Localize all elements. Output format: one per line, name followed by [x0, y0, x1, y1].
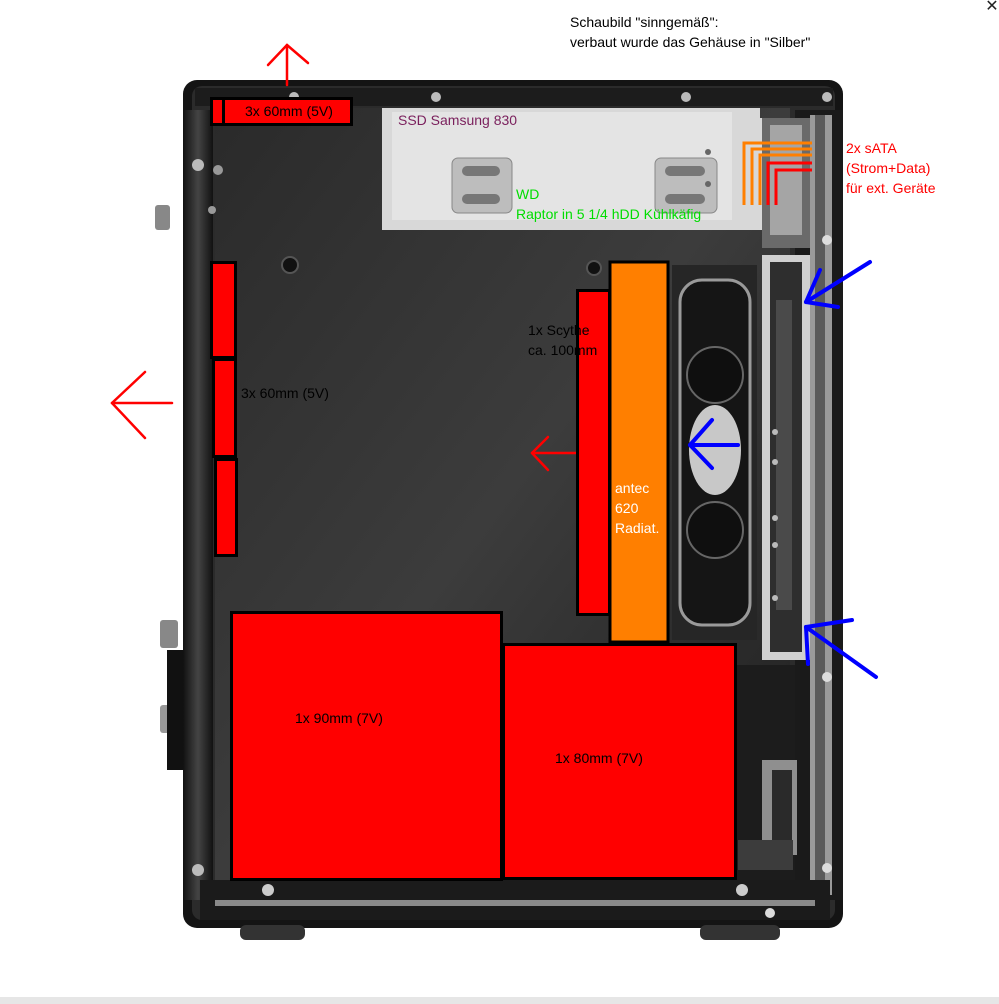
- label-antec-2: 620: [615, 500, 639, 516]
- exhaust-arrows: [110, 43, 578, 472]
- arrow-in-radiator: [688, 418, 740, 470]
- sata-cables: [742, 141, 812, 205]
- bottom-scroll-strip: [0, 997, 999, 1004]
- header-line-2: verbaut wurde das Gehäuse in "Silber": [570, 34, 811, 50]
- label-fan-80: 1x 80mm (7V): [555, 750, 643, 766]
- side-fan-3: [214, 458, 238, 557]
- arrow-out-scythe: [530, 435, 578, 472]
- label-fan-90: 1x 90mm (7V): [295, 710, 383, 726]
- side-fan-1: [210, 261, 237, 359]
- label-ssd: SSD Samsung 830: [398, 112, 518, 128]
- fan-cage: [672, 255, 810, 880]
- label-sata-1: 2x sATA: [846, 140, 897, 156]
- radiator: [608, 260, 670, 644]
- label-antec-3: Radiat.: [615, 520, 660, 536]
- label-sata-3: für ext. Geräte: [846, 180, 936, 196]
- label-wd-2: Raptor in 5 1/4 hDD Kühlkäfig: [516, 206, 702, 222]
- top-fans-block: [210, 97, 353, 126]
- arrow-out-top: [266, 43, 310, 87]
- side-fan-2: [212, 358, 237, 458]
- label-top-fans: 3x 60mm (5V): [245, 103, 333, 119]
- label-scythe-2: ca. 100mm: [528, 342, 598, 358]
- arrow-out-left: [110, 370, 174, 440]
- header-line-1: Schaubild "sinngemäß":: [570, 14, 719, 30]
- fan-90mm: [230, 611, 503, 881]
- label-side-fans: 3x 60mm (5V): [241, 385, 329, 401]
- scythe-fan: [576, 289, 611, 616]
- label-antec-1: antec: [615, 480, 650, 496]
- drive-bay: [382, 108, 810, 248]
- label-scythe-1: 1x Scythe: [528, 322, 590, 338]
- arrow-in-bottom-right: [804, 618, 878, 679]
- fan-80mm: [502, 643, 737, 880]
- top-fans-divider: [222, 97, 225, 126]
- close-icon[interactable]: ✕: [985, 0, 999, 15]
- label-wd-1: WD: [516, 186, 540, 202]
- arrow-in-top-right: [804, 260, 872, 309]
- label-sata-2: (Strom+Data): [846, 160, 931, 176]
